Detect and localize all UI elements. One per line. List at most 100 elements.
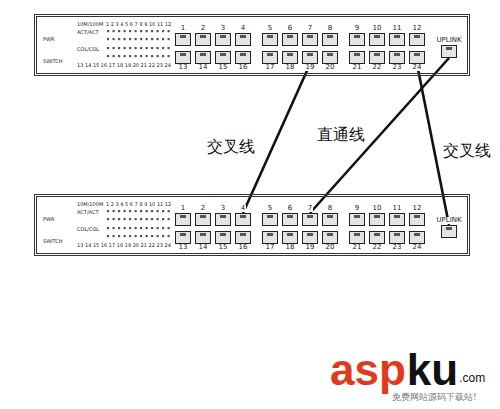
port-number: 12 <box>412 25 423 32</box>
led-dot <box>157 38 159 40</box>
led-dot <box>168 218 170 220</box>
led-dot <box>129 55 131 57</box>
port-number: 22 <box>372 64 383 71</box>
led-dot <box>124 55 126 57</box>
led-dot <box>162 38 164 40</box>
led-dot <box>146 227 148 229</box>
led-dot <box>129 218 131 220</box>
panel-label: 10M/100M <box>77 22 103 27</box>
rj45-port: 22 <box>369 51 385 64</box>
port-number: 17 <box>265 244 276 251</box>
led-dot <box>162 55 164 57</box>
port-number: 6 <box>287 205 293 212</box>
rj45-port: 19 <box>302 51 318 64</box>
rj45-port: 13 <box>175 51 191 64</box>
rj45-port: 19 <box>302 231 318 244</box>
port-number: 23 <box>392 244 403 251</box>
led-dot <box>157 235 159 237</box>
port-number: 1 <box>180 205 186 212</box>
rj45-port: 20 <box>322 231 338 244</box>
led-dot <box>107 210 109 212</box>
led-dot <box>151 235 153 237</box>
port-number: 15 <box>218 244 229 251</box>
led-dot <box>118 227 120 229</box>
rj45-port: 1 <box>175 213 191 226</box>
led-dot <box>113 55 115 57</box>
rj45-port: 2 <box>195 33 211 46</box>
led-dot <box>113 218 115 220</box>
led-dot <box>118 47 120 49</box>
led-dot <box>162 227 164 229</box>
switch-housing: 10M/100M1 2 3 4 5 6 7 8 9 10 11 12ACT/AC… <box>34 194 470 256</box>
led-dot <box>157 210 159 212</box>
rj45-port: 14 <box>195 231 211 244</box>
led-dot <box>151 218 153 220</box>
rj45-port: 13 <box>175 231 191 244</box>
network-cable <box>310 58 449 213</box>
led-dot <box>113 235 115 237</box>
led-dot <box>140 47 142 49</box>
led-dot <box>118 55 120 57</box>
port-number: 3 <box>220 205 226 212</box>
rj45-port: UPLINK <box>441 45 457 58</box>
rj45-port: 15 <box>215 51 231 64</box>
rj45-port: 4 <box>235 213 251 226</box>
panel-label: SWITCH <box>43 59 63 64</box>
port-number: 19 <box>305 244 316 251</box>
rj45-port: 16 <box>235 51 251 64</box>
rj45-port: 22 <box>369 231 385 244</box>
led-dot <box>107 218 109 220</box>
led-dot <box>140 30 142 32</box>
led-dot <box>162 235 164 237</box>
led-dot <box>107 30 109 32</box>
port-number: 4 <box>240 205 246 212</box>
rj45-port: 6 <box>282 213 298 226</box>
port-number: 8 <box>327 25 333 32</box>
led-dot <box>113 38 115 40</box>
port-number: 18 <box>285 244 296 251</box>
rj45-port: 24 <box>409 51 425 64</box>
rj45-port: 23 <box>389 51 405 64</box>
led-dot <box>146 38 148 40</box>
led-dot <box>162 210 164 212</box>
port-number: 21 <box>352 64 363 71</box>
watermark: ku <box>407 348 458 392</box>
led-dot <box>146 30 148 32</box>
rj45-port: 17 <box>262 231 278 244</box>
led-dot <box>135 235 137 237</box>
port-number: 2 <box>200 25 206 32</box>
led-dot <box>151 30 153 32</box>
led-dot <box>135 30 137 32</box>
led-dot <box>168 30 170 32</box>
led-dot <box>118 30 120 32</box>
uplink-label: UPLINK <box>435 37 462 44</box>
led-dot <box>135 227 137 229</box>
led-dot <box>129 30 131 32</box>
port-number: 12 <box>412 205 423 212</box>
led-dot <box>124 227 126 229</box>
led-dot <box>168 38 170 40</box>
led-dot <box>124 47 126 49</box>
led-dot <box>140 210 142 212</box>
rj45-port: 3 <box>215 213 231 226</box>
led-dot <box>107 47 109 49</box>
led-dot <box>129 47 131 49</box>
rj45-port: 6 <box>282 33 298 46</box>
panel-label: PWR <box>43 37 54 42</box>
port-number: 9 <box>354 25 360 32</box>
port-number: 22 <box>372 244 383 251</box>
port-number: 16 <box>238 64 249 71</box>
rj45-port: 8 <box>322 33 338 46</box>
port-number: 14 <box>198 244 209 251</box>
rj45-port: 10 <box>369 213 385 226</box>
port-number: 8 <box>327 205 333 212</box>
port-number: 14 <box>198 64 209 71</box>
led-dot <box>135 47 137 49</box>
uplink-label: UPLINK <box>435 217 462 224</box>
led-dot <box>168 210 170 212</box>
port-number: 11 <box>392 25 403 32</box>
rj45-port: 11 <box>389 213 405 226</box>
rj45-port: 17 <box>262 51 278 64</box>
rj45-port: 3 <box>215 33 231 46</box>
